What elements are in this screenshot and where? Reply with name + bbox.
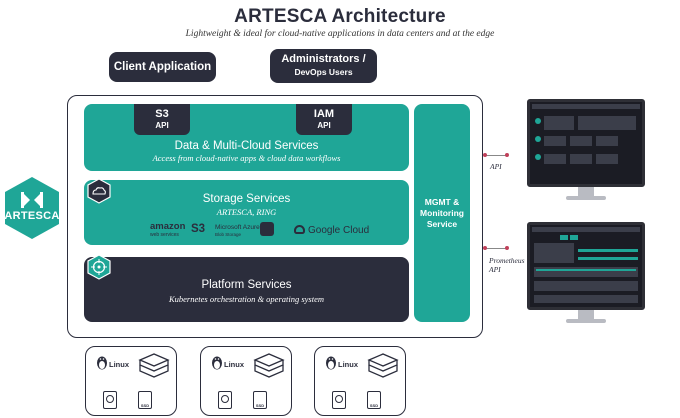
platform-services-box xyxy=(84,257,409,322)
devops-users-label: DevOps Users xyxy=(294,67,353,77)
artesca-logo-icon xyxy=(5,177,59,239)
ssd-label: SSD xyxy=(140,403,150,408)
azure-logo-text: Microsoft Azure xyxy=(215,224,260,231)
mgmt-line3: Service xyxy=(426,219,458,229)
s3-label: S3 xyxy=(155,108,169,120)
connector-dot xyxy=(483,246,487,250)
iam-label: IAM xyxy=(313,108,335,120)
connector-dot xyxy=(505,153,509,157)
ssd-label: SSD xyxy=(255,403,265,408)
ssd-icon: SSD xyxy=(138,391,152,409)
prometheus-label: Prometheus xyxy=(489,256,525,265)
page-title: ARTESCA Architecture xyxy=(234,6,446,27)
monitor-base xyxy=(566,319,606,323)
s3-api-tab: S3 API xyxy=(134,104,190,135)
client-application-box: Client Application xyxy=(109,52,216,82)
hdd-icon xyxy=(332,391,346,409)
iam-api-tab: IAM API xyxy=(296,104,352,135)
tux-icon xyxy=(97,356,107,370)
storage-services-subtitle: ARTESCA, RING xyxy=(216,207,277,217)
azure-logo-subtext: Blob Storage xyxy=(215,232,242,237)
mgmt-line2: Monitoring xyxy=(420,208,464,218)
cloud-icon xyxy=(87,178,111,204)
s3-logo: S3 xyxy=(191,223,206,235)
data-services-title: Data & Multi-Cloud Services xyxy=(174,140,319,152)
linux-label: Linux xyxy=(109,360,129,369)
connector-dot xyxy=(483,153,487,157)
monitor-base xyxy=(566,196,606,200)
linux-server-node: Linux SSD xyxy=(314,346,406,416)
ssd-icon: SSD xyxy=(367,391,381,409)
data-services-subtitle: Access from cloud-native apps & cloud da… xyxy=(152,153,341,163)
dashboard-screen xyxy=(527,99,645,187)
prometheus-monitor xyxy=(527,222,645,332)
aws-logo: amazon web services xyxy=(150,221,186,239)
prometheus-connector xyxy=(485,248,507,249)
linux-label: Linux xyxy=(338,360,358,369)
server-stack-icon xyxy=(253,353,285,378)
monitor-stand xyxy=(578,187,594,197)
azure-blob-icon xyxy=(260,222,274,236)
storage-services-box xyxy=(84,180,409,245)
server-stack-icon xyxy=(138,353,170,378)
platform-services-subtitle: Kubernetes orchestration & operating sys… xyxy=(168,294,325,304)
linux-server-node: Linux SSD xyxy=(200,346,292,416)
google-cloud-logo: Google Cloud xyxy=(308,225,370,236)
linux-server-node: Linux SSD xyxy=(85,346,177,416)
api-label: API xyxy=(490,162,502,171)
administrators-box: Administrators / DevOps Users xyxy=(270,49,377,83)
api-connector xyxy=(485,155,507,156)
dashboard-monitor xyxy=(527,99,645,209)
aws-logo-subtext: web services xyxy=(150,232,179,238)
ssd-label: SSD xyxy=(369,403,379,408)
s3-api-label: API xyxy=(155,121,169,130)
ssd-icon: SSD xyxy=(253,391,267,409)
kubernetes-icon xyxy=(87,254,111,280)
hdd-icon xyxy=(103,391,117,409)
prometheus-api-label: Prometheus API xyxy=(489,256,525,274)
hdd-icon xyxy=(218,391,232,409)
aws-logo-text: amazon xyxy=(150,221,186,232)
iam-api-label: API xyxy=(317,121,331,130)
prometheus-api-sublabel: API xyxy=(489,265,501,274)
server-stack-icon xyxy=(367,353,399,378)
google-cloud-icon xyxy=(294,225,305,234)
monitor-stand xyxy=(578,310,594,320)
prometheus-screen xyxy=(527,222,645,310)
tux-icon xyxy=(326,356,336,370)
administrators-label: Administrators / xyxy=(281,53,366,65)
tux-icon xyxy=(212,356,222,370)
artesca-logo-text: ARTESCA xyxy=(4,210,60,222)
azure-logo: Microsoft Azure Blob Storage xyxy=(215,224,260,238)
mgmt-monitoring-box xyxy=(414,104,470,322)
page-subtitle: Lightweight & ideal for cloud-native app… xyxy=(185,29,495,39)
linux-label: Linux xyxy=(224,360,244,369)
mgmt-line1: MGMT & xyxy=(424,197,460,207)
connector-dot xyxy=(505,246,509,250)
platform-services-title: Platform Services xyxy=(201,279,292,291)
mgmt-monitoring-label: MGMT & Monitoring Service xyxy=(414,197,470,230)
storage-services-title: Storage Services xyxy=(202,193,291,205)
